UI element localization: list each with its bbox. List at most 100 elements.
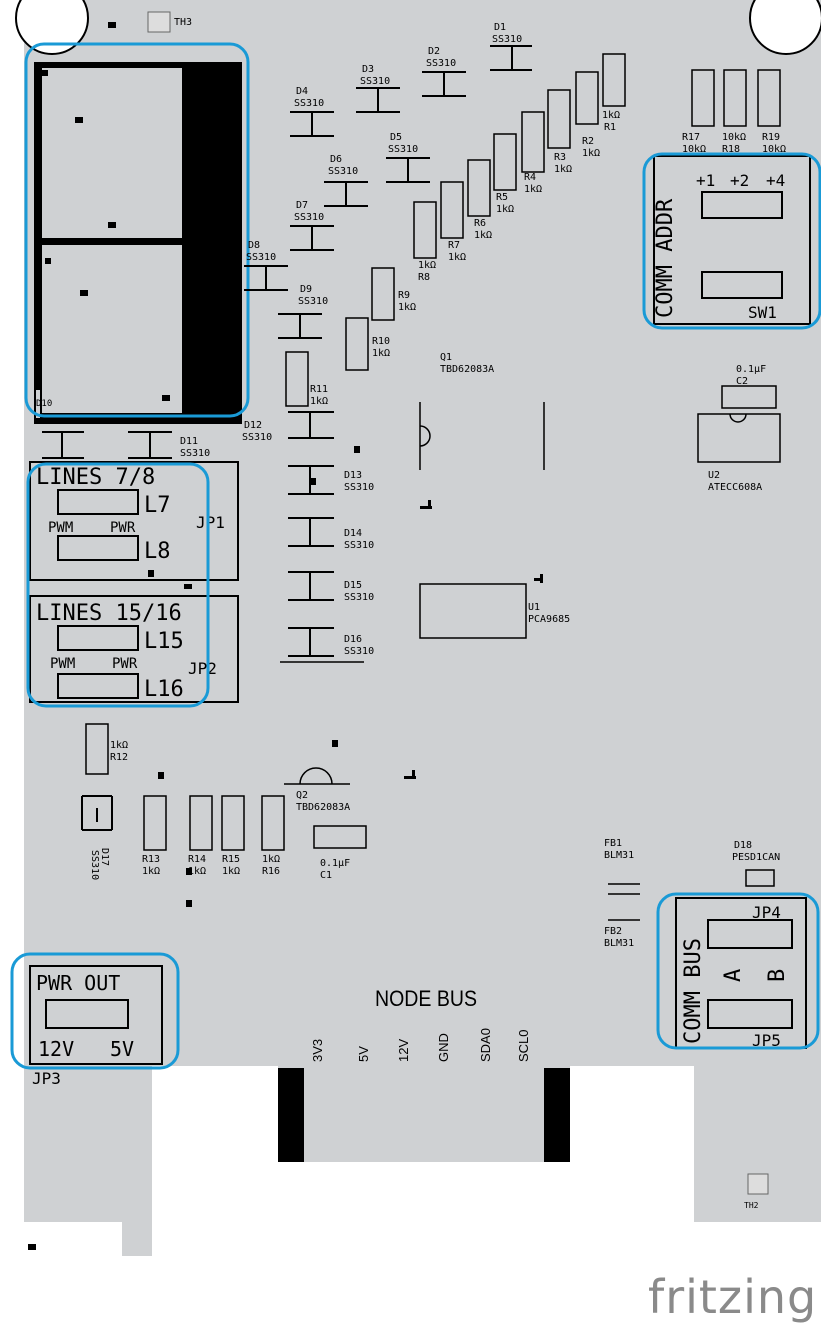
resistor-group (85, 53, 781, 851)
svg-text:BLM31: BLM31 (604, 850, 634, 861)
jp2-l16-label: L16 (144, 677, 184, 702)
pin-16: 16 (183, 388, 193, 399)
jp1-name: JP1 (196, 513, 225, 532)
jp1-l8-jumper[interactable] (57, 535, 139, 561)
d8-label: D8 (248, 240, 260, 251)
svg-text:SS310: SS310 (344, 540, 374, 551)
svg-text:PCA9685: PCA9685 (528, 614, 570, 625)
r1-label: R1 (604, 122, 616, 133)
comm-bus-jumpers: COMM BUS JP4 A B JP5 (675, 897, 807, 1050)
d16-label: D16 (344, 634, 362, 645)
jp2-pwm: PWM (50, 656, 75, 672)
svg-text:SS310: SS310 (344, 646, 374, 657)
svg-text:0.1µF: 0.1µF (320, 858, 350, 869)
svg-text:0.1µF: 0.1µF (736, 364, 766, 375)
comm-bus-highlight (656, 892, 820, 1050)
pin-11: 11 (183, 284, 193, 295)
node-bus-title: NODE BUS (375, 986, 477, 1011)
node-bus-pin-scl0: SCL0 (516, 1029, 531, 1062)
pin-9: 9 (183, 246, 193, 251)
addr-plus2: +2 (730, 171, 749, 190)
comm-addr-title: COMM ADDR (653, 198, 678, 318)
jp1-jumper: LINES 7/8 L7 PWM PWR JP1 L8 (29, 461, 239, 581)
jp2-jumper: LINES 15/16 L15 PWM PWR JP2 L16 (29, 595, 239, 703)
svg-text:SS310: SS310 (388, 144, 418, 155)
r9-label: R9 (398, 290, 410, 301)
d5-label: D5 (390, 132, 402, 143)
pin-3: 3 (183, 128, 193, 133)
comm-addr-highlight (642, 152, 821, 330)
d13-label: D13 (344, 470, 362, 481)
th2-pad (747, 1173, 769, 1195)
r7-label: R7 (448, 240, 460, 251)
svg-text:1kΩ: 1kΩ (524, 184, 542, 195)
comm-bus-a: A (721, 969, 746, 982)
pin-8: 8 (183, 218, 193, 223)
svg-text:SS310: SS310 (294, 212, 324, 223)
j2-label: J2 (198, 382, 217, 401)
d7-label: D7 (296, 200, 308, 211)
comm-addr-switch: COMM ADDR +1 +2 +4 SW1 (653, 155, 811, 325)
jp2-title: LINES 15/16 (36, 601, 182, 626)
jp4-jumper[interactable] (707, 919, 793, 949)
breakout-label: BREAKOUT BOARDS (210, 104, 226, 230)
d14-label: D14 (344, 528, 362, 539)
fb2-label: FB2 (604, 926, 622, 937)
r3-label: R3 (554, 152, 566, 163)
j1-label: J1 (192, 63, 211, 82)
sw1-label: SW1 (748, 303, 777, 322)
node-bus-pin-gnd: GND (436, 1033, 451, 1062)
svg-text:SS310: SS310 (294, 98, 324, 109)
svg-text:1kΩ: 1kΩ (310, 396, 328, 407)
sw1-bottom[interactable] (701, 271, 783, 299)
pin-6: 6 (183, 182, 193, 187)
svg-text:SS310: SS310 (360, 76, 390, 87)
d12-label: D12 (244, 420, 262, 431)
d18-label: D18 (734, 840, 752, 851)
r4-label: R4 (524, 172, 536, 183)
jp2-l15-jumper[interactable] (57, 625, 139, 651)
q1-label: Q1 (440, 352, 452, 363)
jp2-pwr: PWR (112, 656, 138, 672)
pin-12: 12 (183, 304, 193, 315)
svg-text:10kΩ: 10kΩ (762, 144, 786, 155)
fritzing-logo: fritzing (648, 1270, 818, 1324)
jp1-pwm: PWM (48, 520, 73, 536)
svg-text:1kΩ: 1kΩ (582, 148, 600, 159)
d15-label: D15 (344, 580, 362, 591)
pin-7: 7 (183, 200, 193, 205)
node-bus-pin-5v: 5V (356, 1046, 371, 1062)
jp5-label: JP5 (752, 1031, 781, 1050)
jp1-l8-label: L8 (144, 539, 171, 564)
jp2-l16-jumper[interactable] (57, 673, 139, 699)
jp3-label: JP3 (32, 1069, 61, 1088)
jp5-jumper[interactable] (707, 999, 793, 1029)
svg-text:1kΩ: 1kΩ (448, 252, 466, 263)
svg-text:1kΩ: 1kΩ (188, 866, 206, 877)
th2-label: TH2 (744, 1201, 759, 1210)
breakout-headers: J1 J2 BREAKOUT BOARDS 1 2 3 4 5 6 7 8 9 … (34, 62, 242, 424)
pin-2: 2 (183, 110, 193, 115)
pin-15: 15 (183, 368, 193, 379)
svg-text:PESD1CAN: PESD1CAN (732, 852, 780, 863)
jp1-l7-jumper[interactable] (57, 489, 139, 515)
pwr-out-jumper-block[interactable] (45, 999, 129, 1029)
svg-text:SS310: SS310 (344, 482, 374, 493)
jp2-name: JP2 (188, 659, 217, 678)
svg-text:SS310: SS310 (298, 296, 328, 307)
jp4-label: JP4 (752, 903, 781, 922)
sw1-top[interactable] (701, 191, 783, 219)
node-bus-connector (278, 1066, 570, 1162)
pin-10: 10 (183, 262, 193, 273)
d2-label: D2 (428, 46, 440, 57)
svg-text:1kΩ: 1kΩ (372, 348, 390, 359)
r19-label: R19 (762, 132, 780, 143)
r13-label: R13 (142, 854, 160, 865)
svg-text:1kΩ: 1kΩ (262, 854, 280, 865)
r6-label: R6 (474, 218, 486, 229)
svg-text:1kΩ: 1kΩ (554, 164, 572, 175)
d11-label: D11 (180, 436, 198, 447)
svg-text:1kΩ: 1kΩ (398, 302, 416, 313)
